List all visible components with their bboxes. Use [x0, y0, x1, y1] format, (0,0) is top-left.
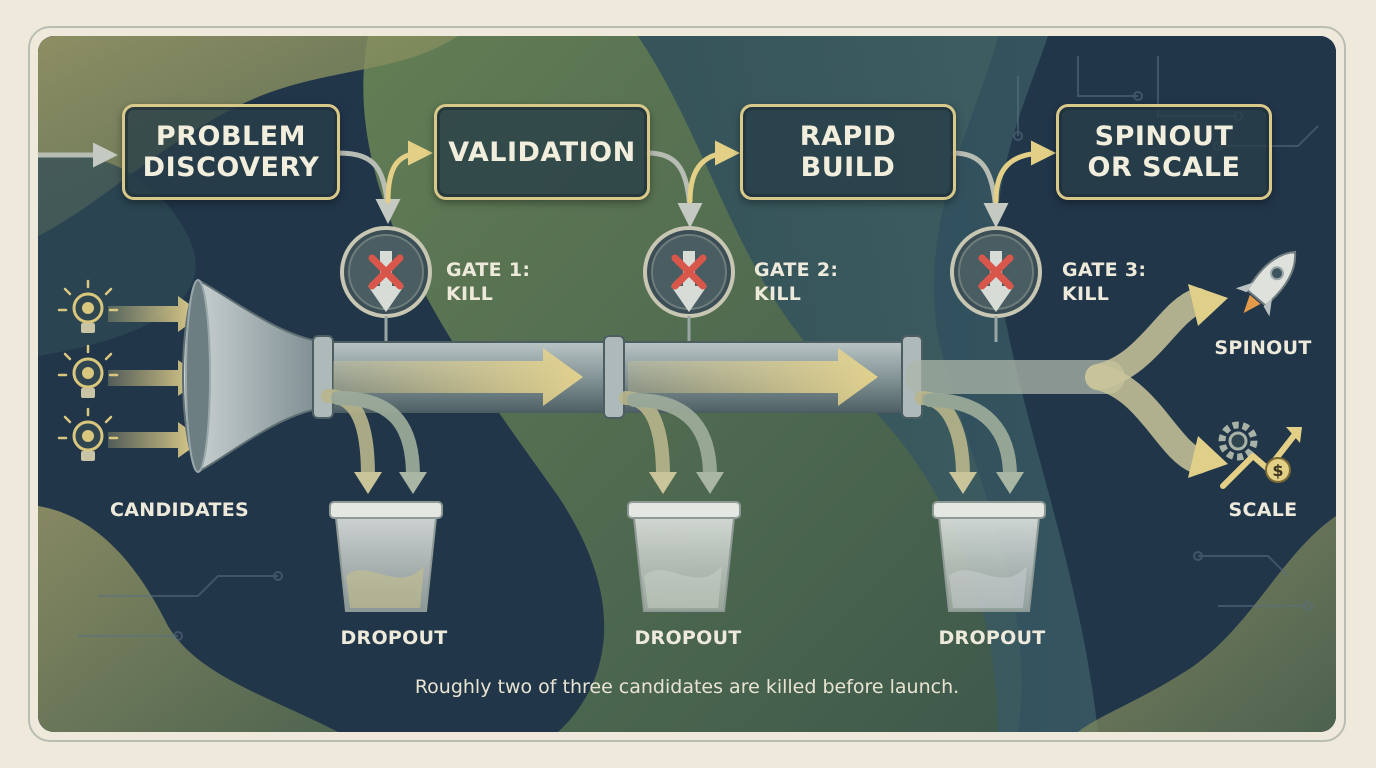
gate-2-label: GATE 2: KILL [754, 259, 839, 305]
gate-2 [643, 226, 735, 318]
gate-1 [340, 226, 432, 318]
connector-1 [335, 150, 401, 224]
dropout-label-1: DROPOUT [340, 627, 448, 649]
svg-text:$: $ [1272, 461, 1283, 480]
outcome-spinout-label: SPINOUT [1214, 337, 1312, 359]
diagram-panel: $ PROBLEM DISCOVERY VALIDATION RAPID BUI… [38, 36, 1336, 732]
outer-frame [28, 26, 1346, 742]
stage-label: SPINOUT OR SCALE [1087, 121, 1241, 183]
connector-1-gold [385, 140, 433, 204]
bucket-icon [329, 501, 443, 612]
candidates-label: CANDIDATES [110, 499, 250, 521]
stage-connectors [38, 140, 1056, 228]
gate-3-label: GATE 3: KILL [1062, 259, 1147, 305]
dropout-flows [321, 389, 1017, 483]
connector-2-gold [687, 140, 740, 204]
connector-2 [645, 150, 703, 228]
connector-3 [950, 150, 1009, 228]
gate-1-label: GATE 1: KILL [446, 259, 531, 305]
candidate-arrows [108, 296, 203, 458]
close-icon [671, 254, 707, 290]
stage-label: VALIDATION [448, 136, 636, 168]
dropout-label-2: DROPOUT [634, 627, 742, 649]
lightbulb-gear-icon [57, 279, 119, 333]
rocket-icon [1235, 250, 1297, 317]
flow-graphics: $ [38, 140, 1302, 612]
dropout-label-3: DROPOUT [938, 627, 1046, 649]
footnote: Roughly two of three candidates are kill… [414, 676, 960, 698]
stage-label: RAPID BUILD [799, 121, 897, 183]
lightbulb-gear-icon [57, 407, 119, 461]
outcome-scale-label: SCALE [1228, 499, 1298, 521]
stage-label: PROBLEM DISCOVERY [142, 121, 320, 183]
stage-rapid-build: RAPID BUILD [740, 104, 956, 200]
connector-3-gold [993, 140, 1056, 204]
intake-funnel [182, 278, 324, 474]
bucket-icon [627, 501, 741, 612]
dollar-icon: $ [1265, 457, 1291, 483]
lightbulb-gear-icon [57, 344, 119, 398]
outcome-split [905, 288, 1211, 474]
bucket-icon [932, 501, 1046, 612]
close-icon [978, 254, 1014, 290]
gear-growth-icon [1218, 421, 1302, 489]
stage-validation: VALIDATION [434, 104, 650, 200]
close-icon [368, 254, 404, 290]
gate-3 [950, 226, 1042, 318]
stage-problem-discovery: PROBLEM DISCOVERY [122, 104, 340, 200]
stage-spinout-or-scale: SPINOUT OR SCALE [1056, 104, 1272, 200]
